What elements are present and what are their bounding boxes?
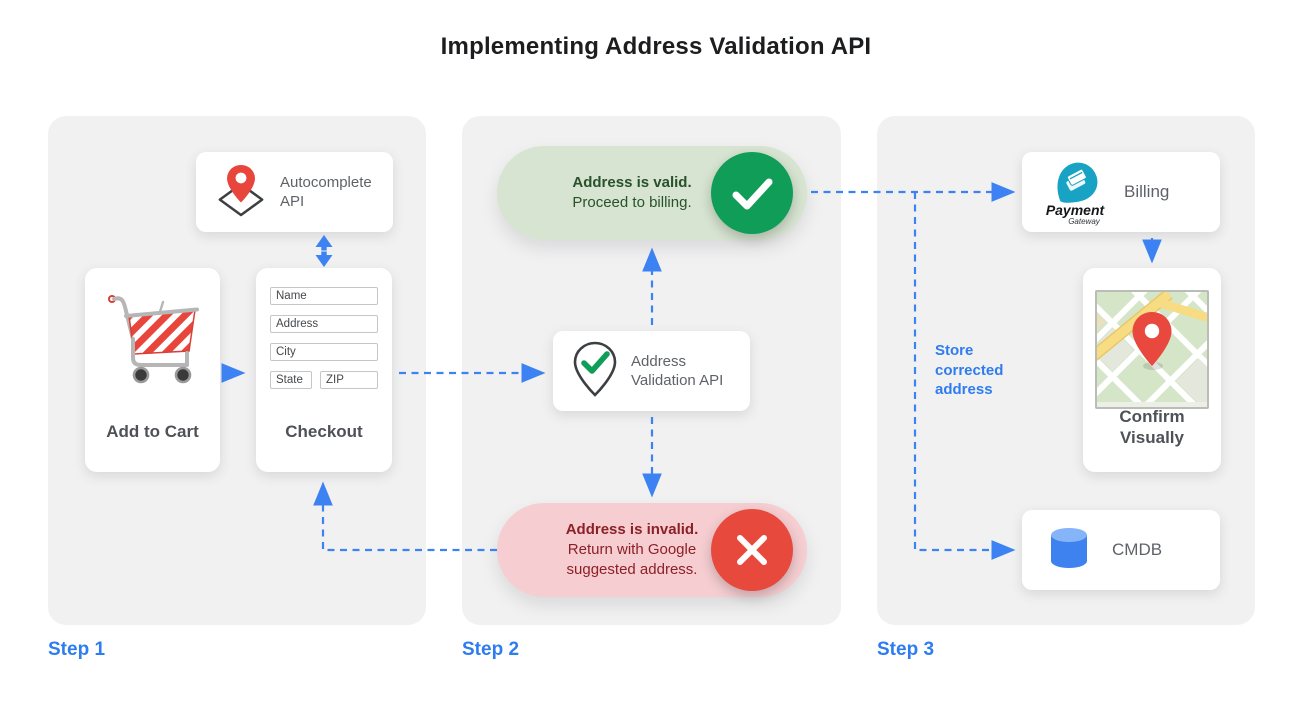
database-icon (1046, 526, 1092, 575)
cmdb-card: CMDB (1022, 510, 1220, 590)
address-field: Address (270, 315, 378, 333)
checkout-form: Name Address City State ZIP (270, 287, 378, 389)
address-validation-api-card: Address Validation API (553, 331, 750, 411)
name-field: Name (270, 287, 378, 305)
store-corrected-address-note: Store corrected address (935, 342, 1004, 398)
autocomplete-api-card: Autocomplete API (196, 152, 393, 232)
zip-field: ZIP (320, 371, 378, 389)
add-to-cart-card: Add to Cart (85, 268, 220, 472)
validation-api-label: Address Validation API (631, 352, 724, 390)
add-to-cart-label: Add to Cart (106, 421, 199, 441)
step2-label: Step 2 (462, 639, 520, 660)
payment-logo-subtitle: Gateway (1068, 216, 1100, 226)
checkout-card: Name Address City State ZIP Checkout (256, 268, 392, 472)
checkout-label: Checkout (285, 421, 363, 441)
confirm-visually-card: Confirm Visually (1017, 212, 1287, 482)
invalid-pill-subtitle: Return with Google suggested address. (566, 540, 698, 579)
billing-label: Billing (1124, 182, 1170, 201)
map-thumbnail-icon (1017, 212, 1287, 482)
autocomplete-api-icon (216, 162, 266, 223)
confirm-visually-label: Confirm Visually (1119, 406, 1185, 447)
valid-pill-subtitle: Proceed to billing. (572, 194, 692, 211)
payment-logo-title: Payment (1045, 201, 1105, 218)
page-title: Implementing Address Validation API (440, 33, 872, 60)
billing-card: Payment Gateway Billing (1022, 152, 1220, 232)
invalid-pill-title: Address is invalid. (565, 520, 699, 538)
city-field: City (270, 343, 378, 361)
state-field: State (270, 371, 312, 389)
validation-api-icon (573, 341, 617, 402)
autocomplete-api-label: Autocomplete API (280, 173, 372, 211)
step1-label: Step 1 (48, 639, 106, 660)
x-circle-icon (711, 509, 793, 591)
address-invalid-pill: Address is invalid. Return with Google s… (497, 503, 807, 597)
address-valid-pill: Address is valid. Proceed to billing. (497, 146, 807, 240)
check-circle-icon (711, 152, 793, 234)
cmdb-label: CMDB (1112, 540, 1163, 559)
shopping-cart-icon (103, 292, 203, 391)
step3-label: Step 3 (877, 639, 935, 660)
payment-gateway-logo-icon: Payment Gateway (1036, 159, 1114, 226)
valid-pill-title: Address is valid. (572, 173, 692, 191)
